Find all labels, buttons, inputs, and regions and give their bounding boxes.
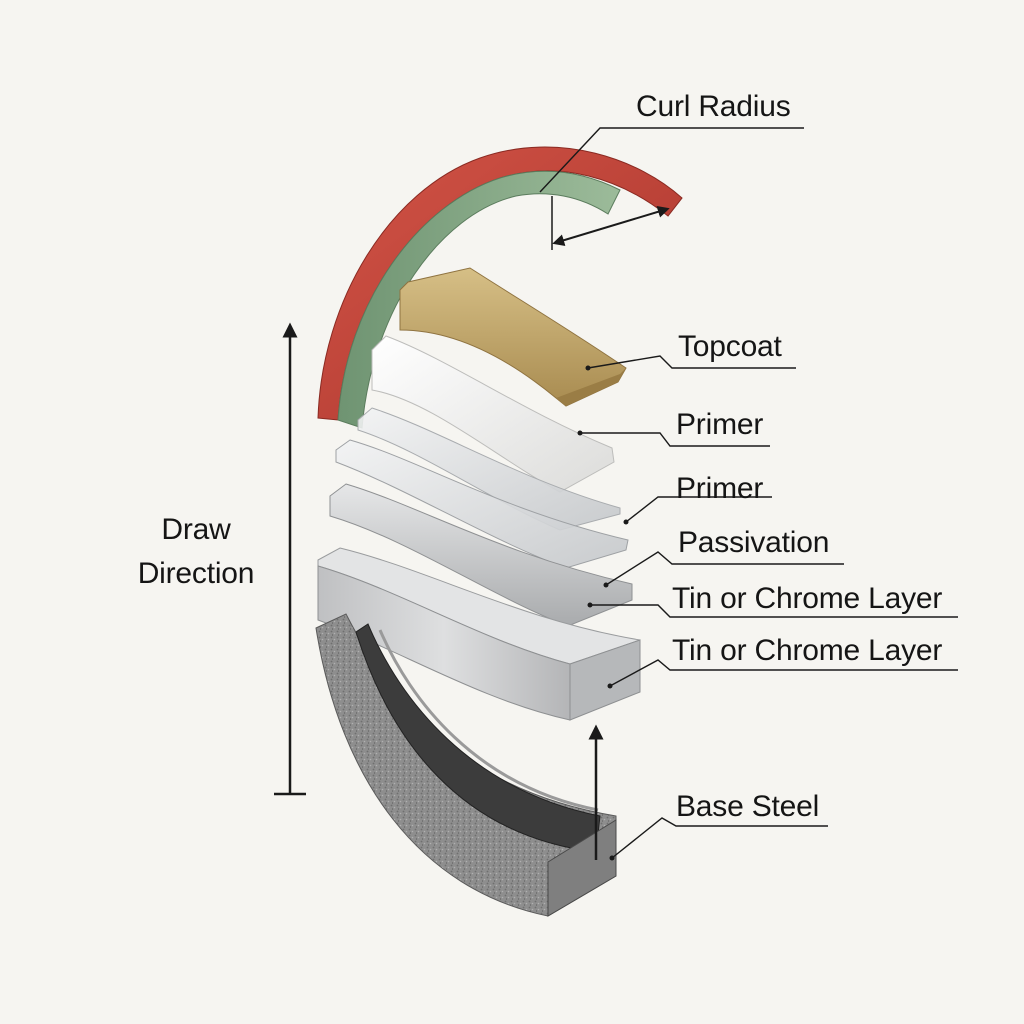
leader-primer-2: [625, 496, 772, 523]
leader-curl-radius: [539, 127, 804, 193]
leader-tin-chrome-2: [609, 659, 958, 687]
leader-lines: [539, 127, 958, 859]
label-primer-2: Primer: [676, 472, 764, 505]
leader-primer-1: [580, 432, 770, 447]
label-base-steel: Base Steel: [676, 790, 820, 823]
label-tin-chrome-2: Tin or Chrome Layer: [672, 634, 943, 667]
label-topcoat: Topcoat: [678, 330, 782, 363]
leader-base-steel: [611, 817, 828, 859]
topcoat-layer-shape: [399, 267, 627, 407]
leader-dots: [577, 365, 629, 861]
draw-direction-arrow: [274, 322, 306, 796]
passivation-layer-shape: [335, 439, 629, 569]
label-passivation: Passivation: [678, 526, 830, 559]
primer-layer-1-shape: [371, 335, 615, 493]
leader-tin-chrome-1: [590, 604, 958, 618]
label-draw-direction: Draw Direction: [96, 508, 296, 596]
leader-topcoat: [587, 355, 796, 369]
label-curl-radius: Curl Radius: [636, 90, 791, 123]
label-tin-chrome-1: Tin or Chrome Layer: [672, 582, 943, 615]
curl-radius-dimension: [551, 196, 670, 250]
label-draw-direction-line1: Draw: [161, 513, 231, 546]
tin-chrome-layer-1-shape: [329, 483, 633, 627]
label-draw-direction-line2: Direction: [137, 557, 255, 590]
base-steel-shape: [315, 613, 617, 917]
curl-primer-shape: [337, 170, 621, 429]
leader-passivation: [605, 551, 844, 586]
tin-chrome-layer-2-shape: [317, 547, 641, 721]
primer-layer-2-shape: [357, 407, 621, 531]
label-primer-1: Primer: [676, 408, 764, 441]
